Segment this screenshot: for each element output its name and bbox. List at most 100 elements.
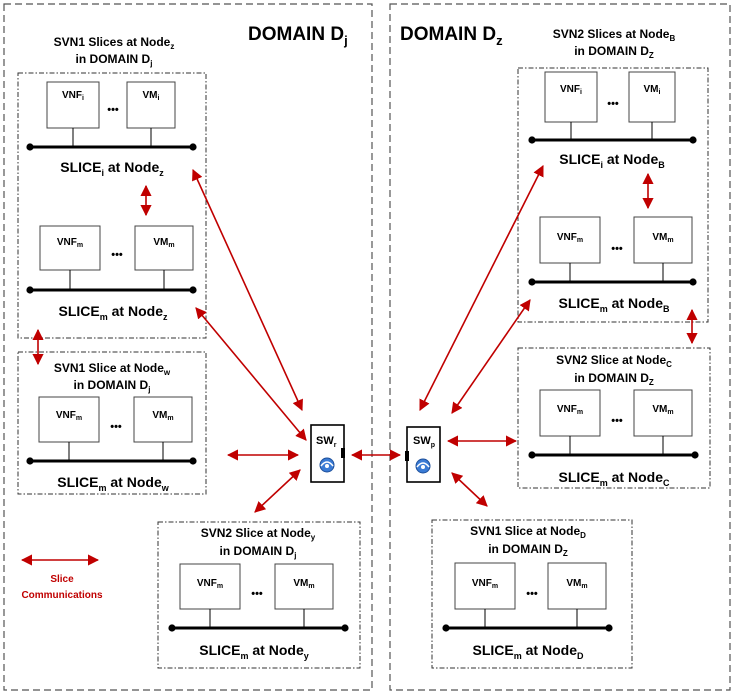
- slice-label: SLICEm at Nodez: [59, 303, 168, 322]
- bus-endpoint: [528, 278, 536, 286]
- slice-communication-arrows: [32, 164, 698, 513]
- slice-i-node-z: VNFi ••• VMi SLICEi at Nodez: [26, 81, 197, 178]
- vnf-box: [539, 216, 601, 264]
- switch-p-label: SWp: [413, 435, 435, 449]
- vm-label: VMm: [153, 237, 174, 249]
- arrow-node-y-to-sw-r: [254, 469, 301, 513]
- bus-endpoint: [341, 624, 349, 632]
- vnf-box: [38, 396, 100, 443]
- bus-endpoint: [168, 624, 176, 632]
- vnf-label: VNFm: [472, 578, 498, 590]
- vm-box: [126, 81, 176, 129]
- switch-p-port: [405, 451, 409, 461]
- slice-label: SLICEm at NodeC: [559, 469, 670, 488]
- group-title-line1: SVN1 Slice at NodeD: [470, 524, 586, 540]
- vnf-label: VNFm: [557, 232, 583, 244]
- switch-p[interactable]: SWp: [405, 426, 441, 483]
- bus-endpoint: [442, 624, 450, 632]
- ellipsis-dots: •••: [251, 588, 263, 600]
- vm-label: VMi: [143, 90, 160, 102]
- switch-r-box[interactable]: [310, 424, 345, 483]
- vm-box: [628, 71, 676, 123]
- group-box: [17, 72, 207, 339]
- vnf-box: [544, 71, 598, 123]
- group-title-line2: in DOMAIN Dj: [74, 378, 151, 394]
- router-icon: [415, 458, 431, 474]
- domain-dz-title: DOMAIN Dz: [400, 24, 503, 48]
- slice-label: SLICEi at Nodez: [60, 159, 164, 178]
- vnf-box: [46, 81, 100, 129]
- vnf-label: VNFi: [62, 90, 84, 102]
- legend-label-line2: Communications: [21, 590, 103, 601]
- group-svn2-node-y: SVN2 Slice at Nodey in DOMAIN Dj VNFm ••…: [157, 521, 361, 669]
- vm-label: VMm: [152, 410, 173, 422]
- vm-box: [274, 563, 334, 610]
- vm-label: VMm: [652, 232, 673, 244]
- arrow-slice-i-z-to-sw-r: [192, 168, 303, 412]
- group-box: [517, 347, 711, 489]
- slice-label: SLICEm at Nodew: [57, 474, 169, 493]
- group-title-line1: SVN1 Slice at Nodew: [54, 361, 171, 377]
- bus-endpoint: [26, 286, 34, 294]
- bus-endpoint: [189, 143, 197, 151]
- arrow-sw-p-to-slice-m-b: [451, 299, 531, 414]
- vnf-label: VNFm: [56, 410, 82, 422]
- vm-label: VMm: [293, 578, 314, 590]
- legend: Slice Communications: [20, 554, 103, 601]
- group-box: [431, 519, 633, 669]
- group-svn2-node-c: SVN2 Slice at NodeC in DOMAIN DZ VNFm ••…: [517, 347, 711, 489]
- slice-label: SLICEm at Nodey: [199, 642, 309, 661]
- arrow-slice-m-z-to-sw-r: [195, 307, 307, 441]
- vm-box: [547, 562, 607, 610]
- group-svn1-node-z: SVN1 Slices at Nodez in DOMAIN Dj VNFi •…: [17, 35, 207, 339]
- vm-box: [633, 389, 693, 437]
- vnf-label: VNFm: [57, 237, 83, 249]
- ellipsis-dots: •••: [110, 421, 122, 433]
- group-svn1-node-d: SVN1 Slice at NodeD in DOMAIN DZ VNFm ••…: [431, 519, 633, 669]
- vm-box: [134, 225, 194, 271]
- bus-endpoint: [26, 143, 34, 151]
- group-title-line2: in DOMAIN DZ: [488, 542, 568, 558]
- ellipsis-dots: •••: [107, 104, 119, 116]
- ellipsis-dots: •••: [611, 415, 623, 427]
- vm-box: [633, 216, 693, 264]
- vm-label: VMi: [644, 84, 661, 96]
- domain-dj-title: DOMAIN Dj: [248, 24, 348, 48]
- group-title-line2: in DOMAIN Dj: [76, 52, 153, 68]
- ellipsis-dots: •••: [611, 243, 623, 255]
- vnf-box: [39, 225, 101, 271]
- group-title-line2: in DOMAIN DZ: [574, 44, 654, 60]
- group-title-line1: SVN2 Slice at NodeC: [556, 353, 672, 369]
- bus-endpoint: [689, 278, 697, 286]
- arrow-sw-p-to-slice-i-b: [419, 164, 544, 412]
- vnf-box: [454, 562, 516, 610]
- bus-endpoint: [528, 136, 536, 144]
- arrow-sw-p-to-node-d: [451, 472, 488, 507]
- group-title-line2: in DOMAIN Dj: [220, 544, 297, 560]
- ellipsis-dots: •••: [526, 588, 538, 600]
- group-title-line1: SVN1 Slices at Nodez: [54, 35, 175, 51]
- bus-endpoint: [189, 457, 197, 465]
- group-svn2-node-b: SVN2 Slices at NodeB in DOMAIN DZ VNFi •…: [517, 27, 709, 323]
- ellipsis-dots: •••: [111, 249, 123, 261]
- slice-i-node-b: VNFi ••• VMi SLICEi at NodeB: [528, 71, 697, 170]
- domain-dz-box: [389, 3, 731, 691]
- group-svn1-node-w: SVN1 Slice at Nodew in DOMAIN Dj VNFm ••…: [17, 351, 207, 495]
- vnf-box: [179, 563, 241, 610]
- group-box: [157, 521, 361, 669]
- group-title-line1: SVN2 Slices at NodeB: [553, 27, 676, 43]
- vm-label: VMm: [566, 578, 587, 590]
- switch-r-label: SWr: [316, 435, 337, 449]
- switch-r[interactable]: SWr: [310, 424, 345, 483]
- slice-m-node-b: VNFm ••• VMm SLICEm at NodeB: [528, 216, 697, 314]
- vnf-label: VNFm: [557, 404, 583, 416]
- slice-label: SLICEm at NodeD: [473, 642, 584, 661]
- domain-dj-box: [3, 3, 373, 691]
- vnf-label: VNFi: [560, 84, 582, 96]
- vm-label: VMm: [652, 404, 673, 416]
- router-icon: [319, 457, 335, 473]
- slice-label: SLICEi at NodeB: [559, 151, 665, 170]
- group-title-line2: in DOMAIN DZ: [574, 371, 654, 387]
- bus-endpoint: [26, 457, 34, 465]
